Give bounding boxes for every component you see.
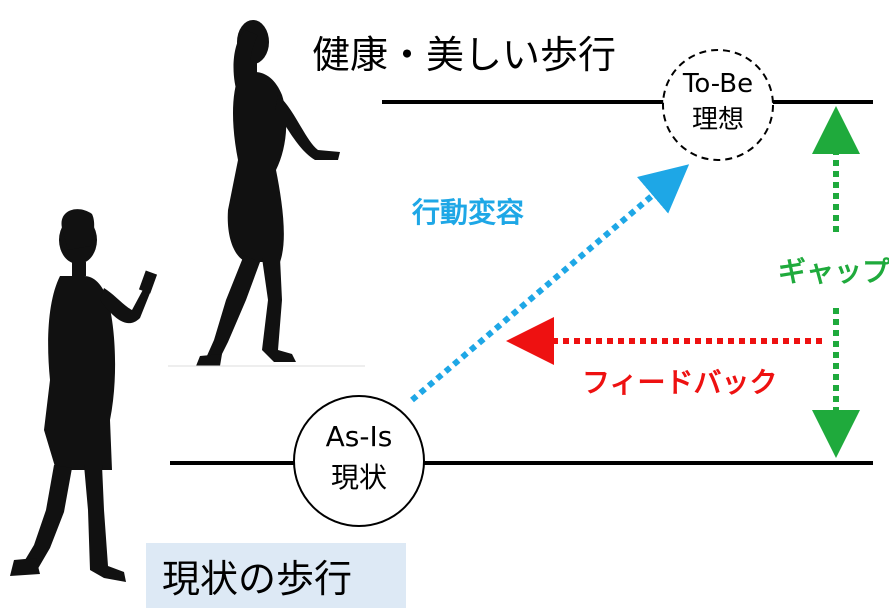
as-is-current-label: 現状 (331, 461, 387, 494)
to-be-node: To-Be 理想 (662, 49, 774, 161)
feedback-label: フィードバック (582, 366, 777, 399)
gap-label: ギャップ (778, 255, 889, 288)
to-be-label: To-Be (682, 69, 753, 99)
current-walking-title: 現状の歩行 (162, 557, 352, 601)
behavior-change-label: 行動変容 (411, 196, 524, 229)
as-is-label: As-Is (326, 420, 393, 453)
ideal-walking-title: 健康・美しい歩行 (312, 33, 616, 77)
behavior-change-arrow (410, 164, 690, 403)
current-walker-silhouette-icon (10, 209, 158, 582)
as-is-node: As-Is 現状 (293, 395, 425, 527)
to-be-ideal-label: 理想 (692, 105, 744, 135)
ideal-walker-silhouette-icon (196, 20, 340, 366)
current-walking-label-box (146, 543, 406, 608)
